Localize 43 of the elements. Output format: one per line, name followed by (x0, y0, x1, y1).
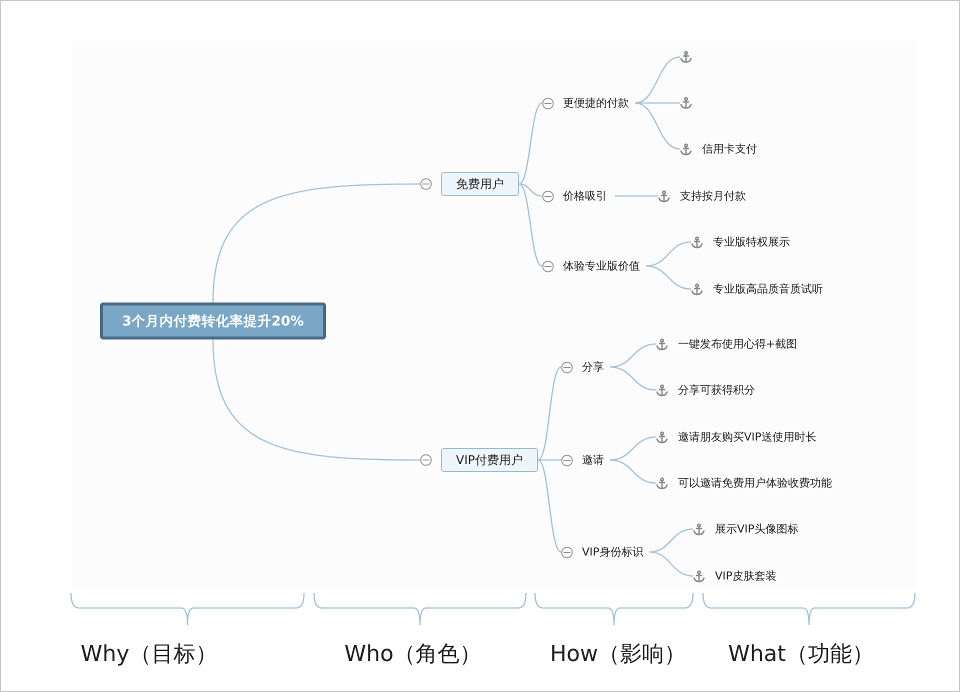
branch-line (610, 343, 656, 368)
branch-line (646, 265, 692, 290)
branch-line (615, 195, 658, 197)
branch-line (538, 459, 561, 461)
branch-line (610, 459, 656, 484)
column-label: Who（角色） (344, 641, 482, 669)
subtopic-label: 价格吸引 (563, 188, 607, 204)
column-label: What（功能） (728, 641, 874, 669)
feature-label: 展示VIP头像图标 (715, 522, 798, 536)
branch-line (634, 56, 680, 104)
branch-line (610, 436, 656, 461)
branch-line (518, 102, 542, 185)
column-label: Why（目标） (80, 641, 218, 669)
branch-line (212, 183, 420, 303)
feature-label: VIP皮肤套装 (715, 568, 776, 584)
subtopic-label: 分享 (582, 360, 604, 374)
branch-line (518, 183, 542, 267)
branch-line (518, 183, 542, 197)
feature-label: 分享可获得积分 (678, 382, 755, 398)
feature-label: 专业版特权展示 (713, 234, 790, 250)
topic-box: 免费用户 (441, 172, 519, 196)
branch-line (649, 551, 694, 577)
feature-label: 可以邀请免费用户体验收费功能 (678, 476, 832, 490)
branch-line (649, 528, 694, 553)
subtopic-label: 邀请 (582, 452, 604, 468)
branch-line (610, 366, 656, 391)
subtopic-label: 更便捷的付款 (563, 96, 629, 110)
feature-label: 一键发布使用心得+截图 (678, 336, 798, 352)
subtopic-label: VIP身份标识 (582, 544, 644, 560)
feature-label: 专业版高品质音质试听 (713, 282, 823, 296)
feature-label: 邀请朋友购买VIP送使用时长 (678, 430, 816, 444)
branch-line (538, 459, 562, 553)
goal-box: 3个月内付费转化率提升20% (100, 302, 326, 340)
topic-box: VIP付费用户 (441, 448, 538, 472)
branch-line (212, 339, 420, 461)
branch-line (634, 102, 680, 150)
branch-line (538, 366, 562, 461)
branch-line (646, 241, 692, 267)
feature-label: 信用卡支付 (702, 142, 757, 156)
feature-label: 支持按月付款 (680, 188, 746, 204)
subtopic-label: 体验专业版价值 (563, 258, 640, 274)
column-label: How（影响） (550, 641, 686, 669)
branch-line (637, 102, 680, 104)
